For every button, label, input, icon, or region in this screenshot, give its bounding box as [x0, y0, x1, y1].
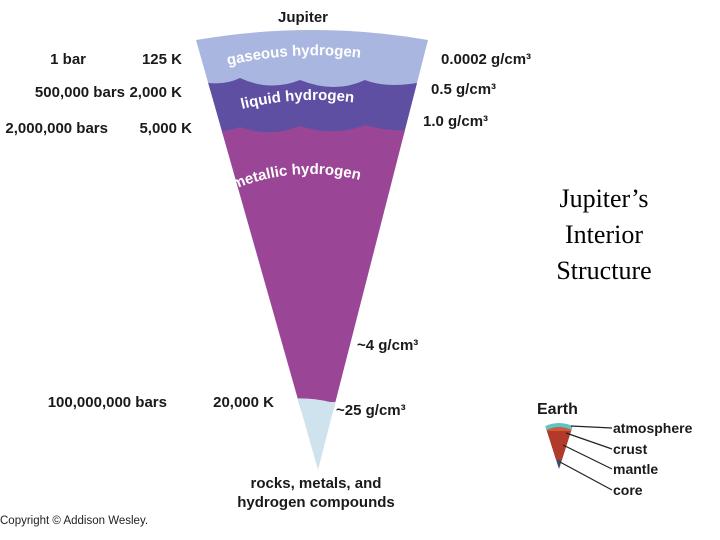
earth-mantle-label: mantle [613, 461, 659, 477]
earth-crust-label: crust [613, 441, 648, 457]
core-label-line: hydrogen compounds [237, 494, 395, 511]
pressure-label: 100,000,000 bars [47, 394, 167, 411]
density-label: ~25 g/cm³ [336, 402, 406, 419]
planet-label: Jupiter [278, 9, 329, 26]
temperature-label: 5,000 K [139, 120, 192, 137]
density-label: 0.5 g/cm³ [431, 81, 497, 98]
pressure-label: 1 bar [50, 51, 86, 68]
title-line: Jupiter’s [559, 184, 649, 213]
pressure-label: 2,000,000 bars [5, 120, 108, 137]
pressure-label: 500,000 bars [34, 84, 125, 101]
earth-atmosphere-label: atmosphere [613, 420, 693, 436]
density-label: ~4 g/cm³ [357, 337, 419, 354]
slide-title: Jupiter’s Interior Structure [536, 181, 672, 289]
density-label: 1.0 g/cm³ [423, 113, 489, 130]
copyright-notice: Copyright © Addison Wesley. [0, 515, 149, 527]
density-label: 0.0002 g/cm³ [441, 51, 532, 68]
earth-leader-lines [559, 425, 613, 491]
earth-label: Earth [537, 401, 578, 418]
earth-core-label: core [613, 482, 643, 498]
core-composition-label: rocks, metals, and hydrogen compounds [221, 474, 411, 512]
core-label-line: rocks, metals, and [250, 475, 382, 492]
title-line: Interior [565, 220, 643, 249]
temperature-label: 125 K [141, 51, 182, 68]
layer-gaseous-hydrogen [196, 30, 428, 90]
title-line: Structure [556, 256, 652, 285]
layer-liquid-hydrogen [196, 75, 428, 135]
temperature-label: 2,000 K [129, 84, 182, 101]
temperature-label: 20,000 K [213, 394, 274, 411]
